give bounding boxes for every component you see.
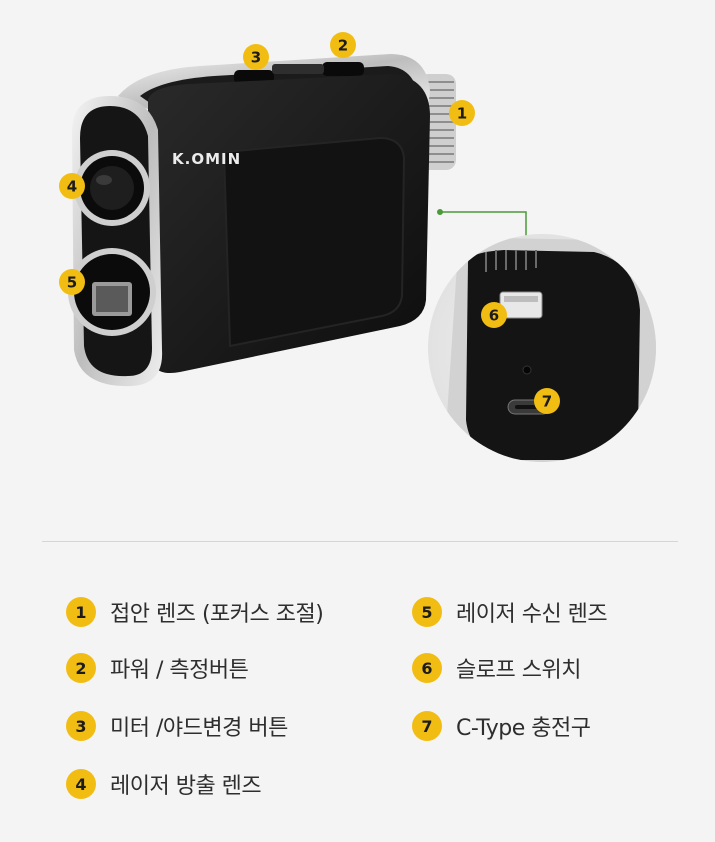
legend-label: 레이저 방출 렌즈 [110,774,262,799]
legend-badge: 3 [66,711,96,741]
callout-badge-4: 4 [59,173,85,199]
svg-text:6: 6 [489,307,499,325]
laser-emission-lens [74,150,150,226]
laser-receiver-lens [68,248,156,336]
callout-badge-3: 3 [243,44,269,70]
legend-badge: 6 [412,653,442,683]
callout-badge-2: 2 [330,32,356,58]
legend-badge: 2 [66,653,96,683]
callout-badge-7: 7 [534,388,560,414]
legend-label: 미터 /야드변경 버튼 [110,716,288,741]
svg-text:7: 7 [542,393,552,411]
product-diagram: K.OMIN [59,32,656,462]
legend-item-slope-switch: 6 슬로프 스위치 [412,651,581,685]
svg-text:1: 1 [457,105,467,123]
callout-badge-1: 1 [449,100,475,126]
legend-label: 파워 / 측정버튼 [110,658,249,683]
legend-label: 슬로프 스위치 [456,658,581,683]
section-divider [42,541,678,542]
legend-item-power-button: 2 파워 / 측정버튼 [66,651,249,685]
legend-badge: 1 [66,597,96,627]
svg-text:2: 2 [338,37,348,55]
legend-item-emission-lens: 4 레이저 방출 렌즈 [66,767,262,801]
legend-item-receiver-lens: 5 레이저 수신 렌즈 [412,595,608,629]
legend-badge: 7 [412,711,442,741]
svg-text:5: 5 [67,274,77,292]
legend-label: C-Type 충전구 [456,716,591,741]
legend-badge: 4 [66,769,96,799]
svg-text:4: 4 [67,178,77,196]
detail-zoom-circle [428,234,656,462]
callout-badge-6: 6 [481,302,507,328]
brand-logo: K.OMIN [172,150,241,168]
callout-badge-5: 5 [59,269,85,295]
legend-item-eyepiece: 1 접안 렌즈 (포커스 조절) [66,595,324,629]
power-measure-button [322,62,364,76]
legend-label: 접안 렌즈 (포커스 조절) [110,602,324,627]
legend-item-charging-port: 7 C-Type 충전구 [412,709,591,743]
svg-text:3: 3 [251,49,261,67]
legend-label: 레이저 수신 렌즈 [456,602,608,627]
legend-item-unit-button: 3 미터 /야드변경 버튼 [66,709,288,743]
legend-badge: 5 [412,597,442,627]
detail-leader-line [437,209,527,244]
rangefinder-body: K.OMIN [68,54,456,387]
